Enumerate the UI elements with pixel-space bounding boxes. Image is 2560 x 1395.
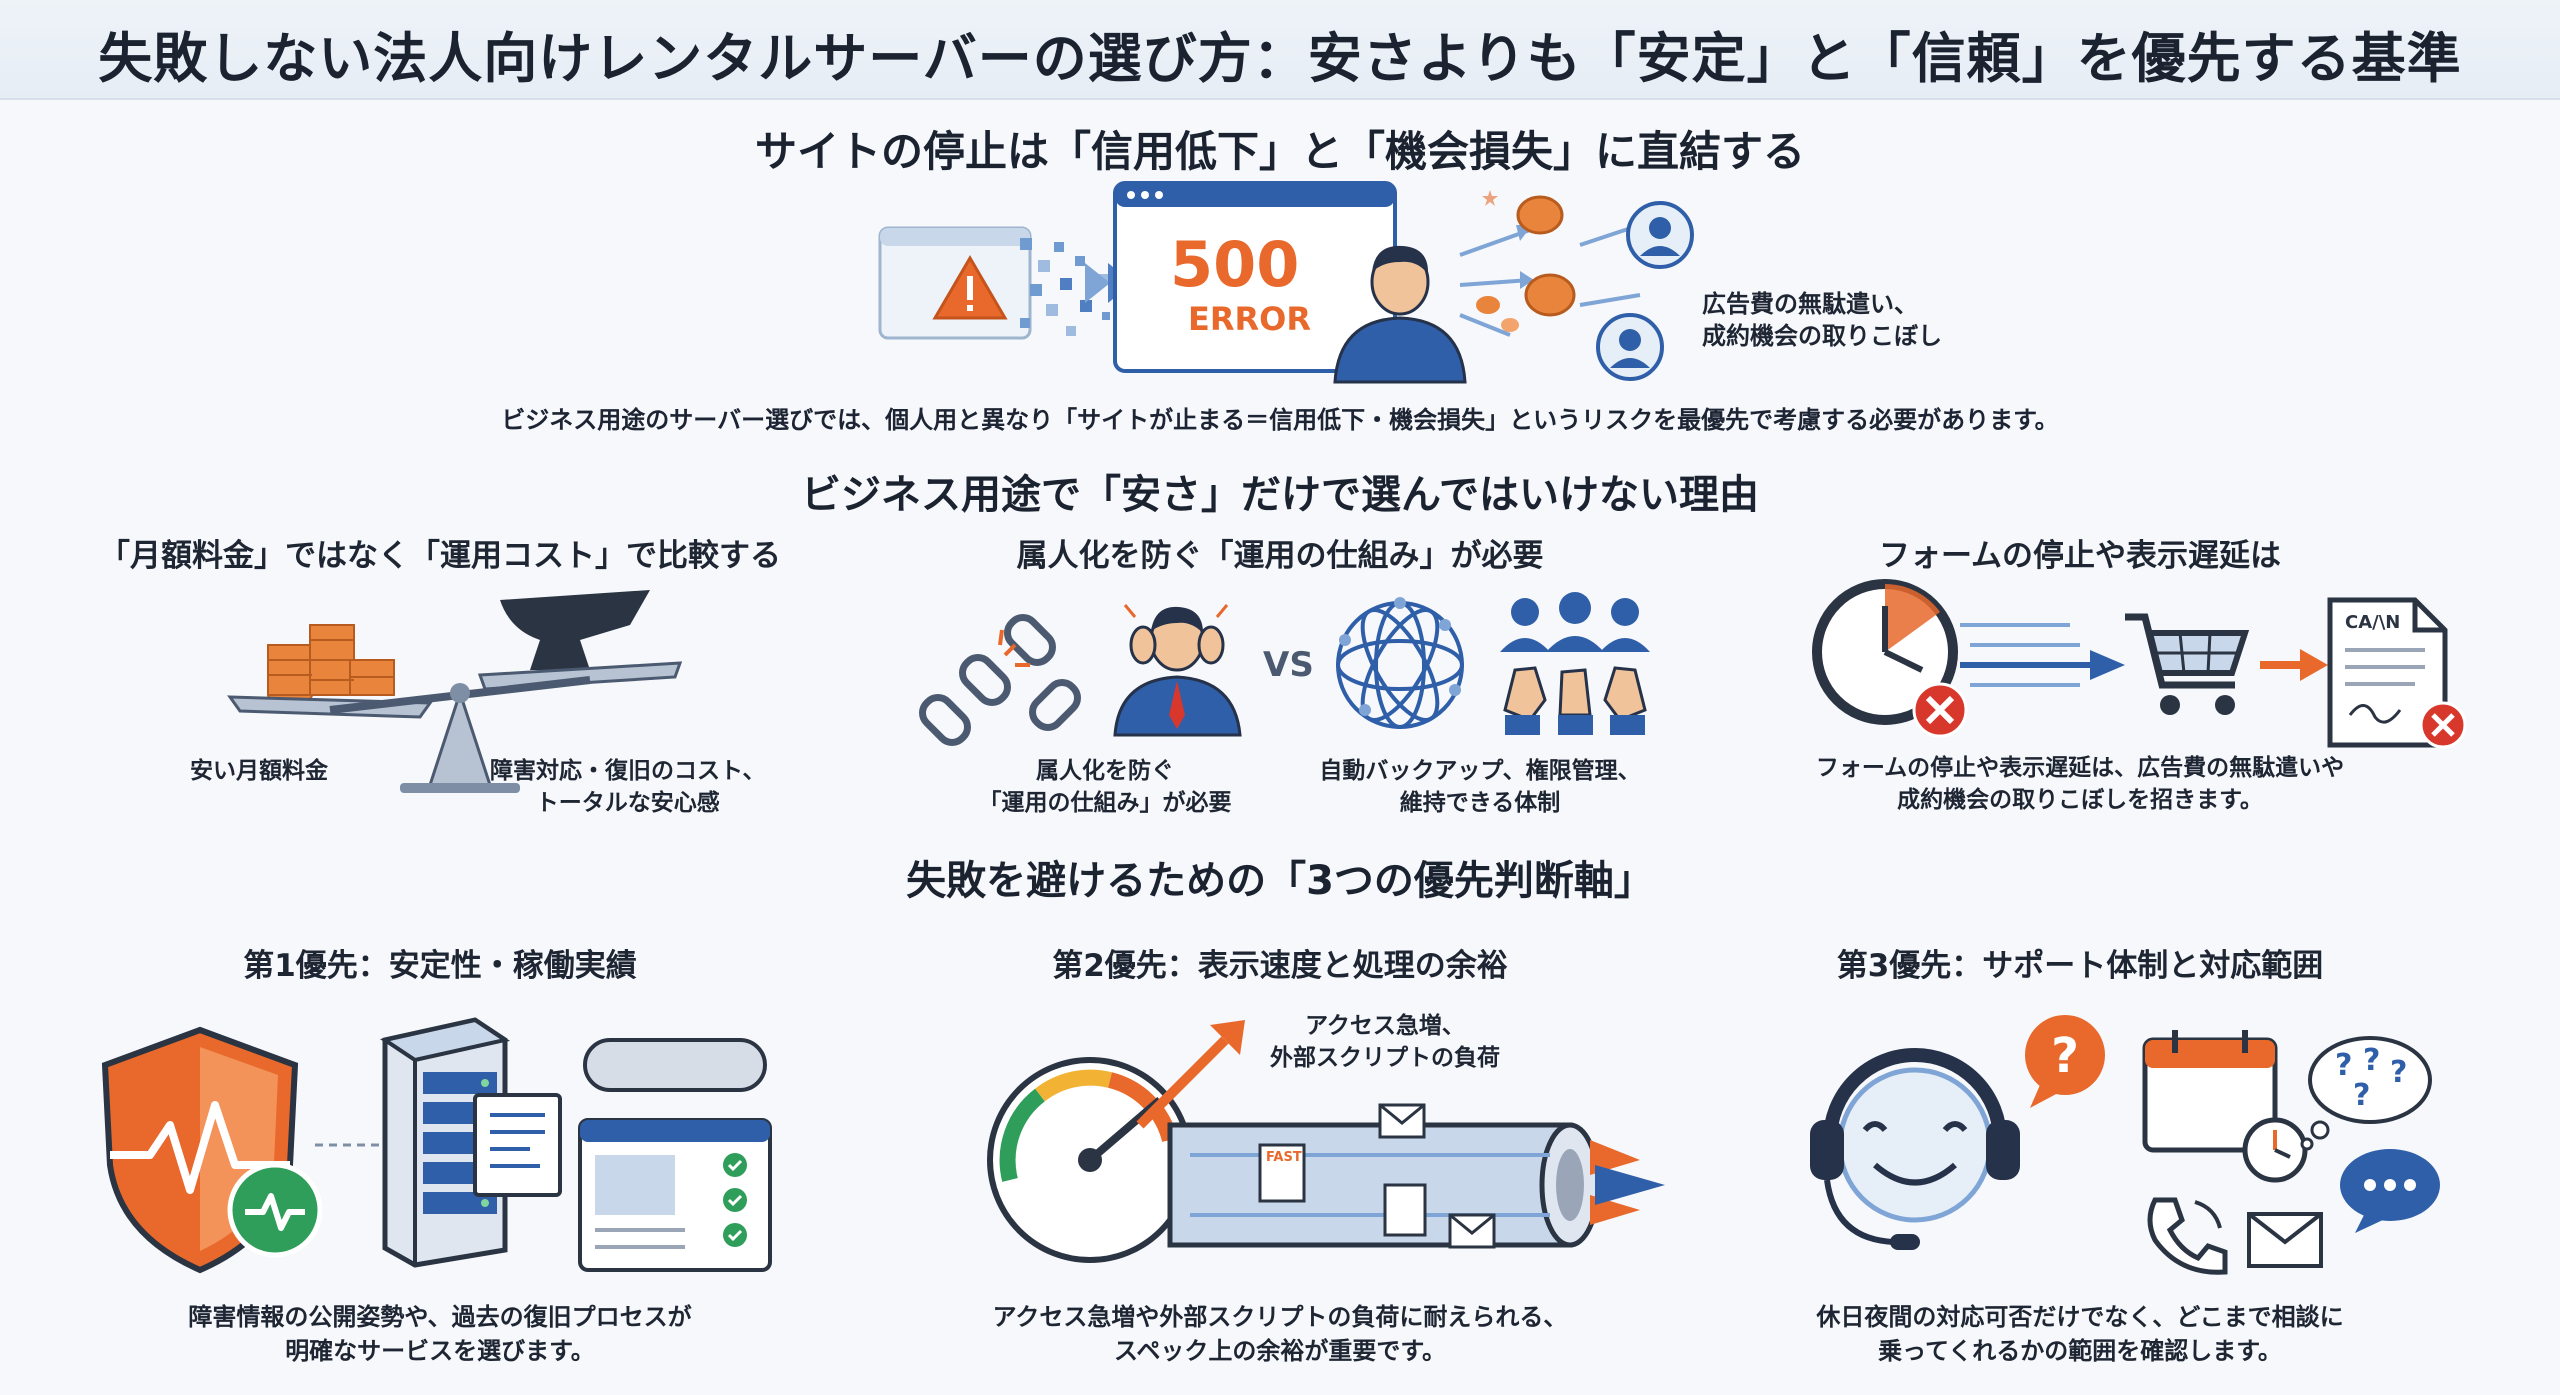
svg-text:?: ? (2051, 1028, 2079, 1084)
p3-caption: 休日夜間の対応可否だけでなく、どこまで相談に 乗ってくれるかの範囲を確認します。 (1816, 1303, 2344, 1365)
p2-heading: 第2優先：表示速度と処理の余裕 (1052, 948, 1508, 984)
error-x-icon (2419, 701, 2467, 749)
server-rack-icon (379, 1017, 511, 1268)
doc-label: CA/\N (2345, 612, 2401, 633)
mail-icon (2247, 1212, 2323, 1268)
svg-text:?: ? (2363, 1043, 2380, 1078)
mail-icon (1378, 1103, 1426, 1139)
contract-document-icon (2327, 597, 2467, 749)
section2-heading: ビジネス用途で「安さ」だけで選んではいけない理由 (801, 472, 1759, 518)
broken-window-illustration (878, 226, 1133, 340)
vs-label: VS (1263, 645, 1314, 685)
shopping-cart-icon (2125, 613, 2250, 715)
error-x-icon (1912, 682, 1968, 738)
user-avatar-icon (1596, 313, 1664, 381)
file-icon (1258, 1143, 1306, 1203)
speedometer-icon (987, 1057, 1193, 1263)
fast-label: FAST (1266, 1150, 1302, 1165)
coin-icon (1524, 273, 1576, 317)
team-icon (1500, 592, 1650, 735)
col2-right-label: 自動バックアップ、権限管理、 維持できる体制 (1319, 758, 1641, 816)
section1-description: ビジネス用途のサーバー選びでは、個人用と異なり「サイトが止まる＝信用低下・機会損… (501, 406, 2059, 434)
col1-heading: 「月額料金」ではなく「運用コスト」で比較する (99, 538, 781, 574)
p1-heading: 第1優先：安定性・稼働実績 (243, 948, 637, 984)
col1-right-label: 障害対応・復旧のコスト、 トータルな安心感 (490, 758, 766, 816)
loss-flow-illustration (1459, 190, 1641, 337)
phone-icon (2147, 1197, 2228, 1275)
page-title: 失敗しない法人向けレンタルサーバーの選び方：安さよりも「安定」と「信頼」を優先す… (98, 27, 2462, 90)
col3-caption: フォームの停止や表示遅延は、広告費の無駄遣いや 成約機会の取りこぼしを招きます。 (1815, 755, 2345, 813)
error-word: ERROR (1188, 300, 1311, 338)
p3-heading: 第3優先：サポート体制と対応範囲 (1836, 948, 2324, 984)
data-pipe-icon (1167, 1103, 1665, 1249)
title-bar (0, 0, 2560, 100)
p1-caption: 障害情報の公開姿勢や、過去の復旧プロセスが 明確なサービスを選びます。 (188, 1303, 692, 1365)
svg-text:?: ? (2353, 1078, 2370, 1113)
network-globe-icon (1336, 597, 1464, 729)
data-flow-arrows (1960, 623, 2125, 687)
worried-person-icon (1333, 245, 1467, 384)
growth-arrow-icon (1136, 1020, 1245, 1129)
section1-heading: サイトの停止は「信用低下」と「機会損失」に直結する (754, 127, 1805, 176)
clock-timeout-icon (1812, 579, 1968, 738)
health-monitor-icon (227, 1162, 323, 1258)
file-icon (1383, 1183, 1427, 1237)
support-headset-icon (1810, 1048, 2020, 1250)
mail-icon (1448, 1213, 1496, 1249)
p2-caption: アクセス急増や外部スクリプトの負荷に耐えられる、 スペック上の余裕が重要です。 (992, 1303, 1568, 1365)
col3-heading: フォームの停止や表示遅延は (1878, 538, 2282, 574)
p2-note: アクセス急増、 外部スクリプトの負荷 (1270, 1013, 1500, 1071)
svg-text:?: ? (2390, 1055, 2407, 1090)
warning-icon (932, 255, 1008, 320)
calendar-icon (2142, 1030, 2278, 1153)
user-avatar-icon (1626, 201, 1694, 269)
question-bubble-icon: ? (2025, 1015, 2105, 1108)
section3-heading: 失敗を避けるための「3つの優先判断軸」 (906, 858, 1654, 904)
balance-scale-illustration (227, 590, 683, 793)
checklist-window-icon (578, 1118, 772, 1272)
report-document-icon (473, 1093, 562, 1197)
loss-label: 広告費の無駄遣い、 成約機会の取りこぼし (1702, 290, 1942, 350)
error-code: 500 (1170, 228, 1300, 301)
dashed-connector (315, 1143, 385, 1147)
broken-chain-icon (919, 614, 1081, 746)
col1-left-label: 安い月額料金 (190, 758, 328, 784)
error-window (1113, 181, 1397, 373)
status-bar-icon (583, 1038, 767, 1092)
svg-text:?: ? (2335, 1048, 2352, 1083)
thought-bubble-icon: ? ? ? ? (2300, 1036, 2432, 1151)
coin-icon (1516, 195, 1564, 235)
stressed-person-icon (1113, 604, 1242, 737)
orange-arrow-icon (2260, 649, 2328, 681)
anvil-icon (500, 590, 650, 670)
chat-bubble-icon (2340, 1149, 2440, 1233)
col2-heading: 属人化を防ぐ「運用の仕組み」が必要 (1016, 538, 1544, 574)
coin-stack-icon (267, 624, 395, 704)
col2-left-label: 属人化を防ぐ 「運用の仕組み」が必要 (978, 758, 1232, 816)
